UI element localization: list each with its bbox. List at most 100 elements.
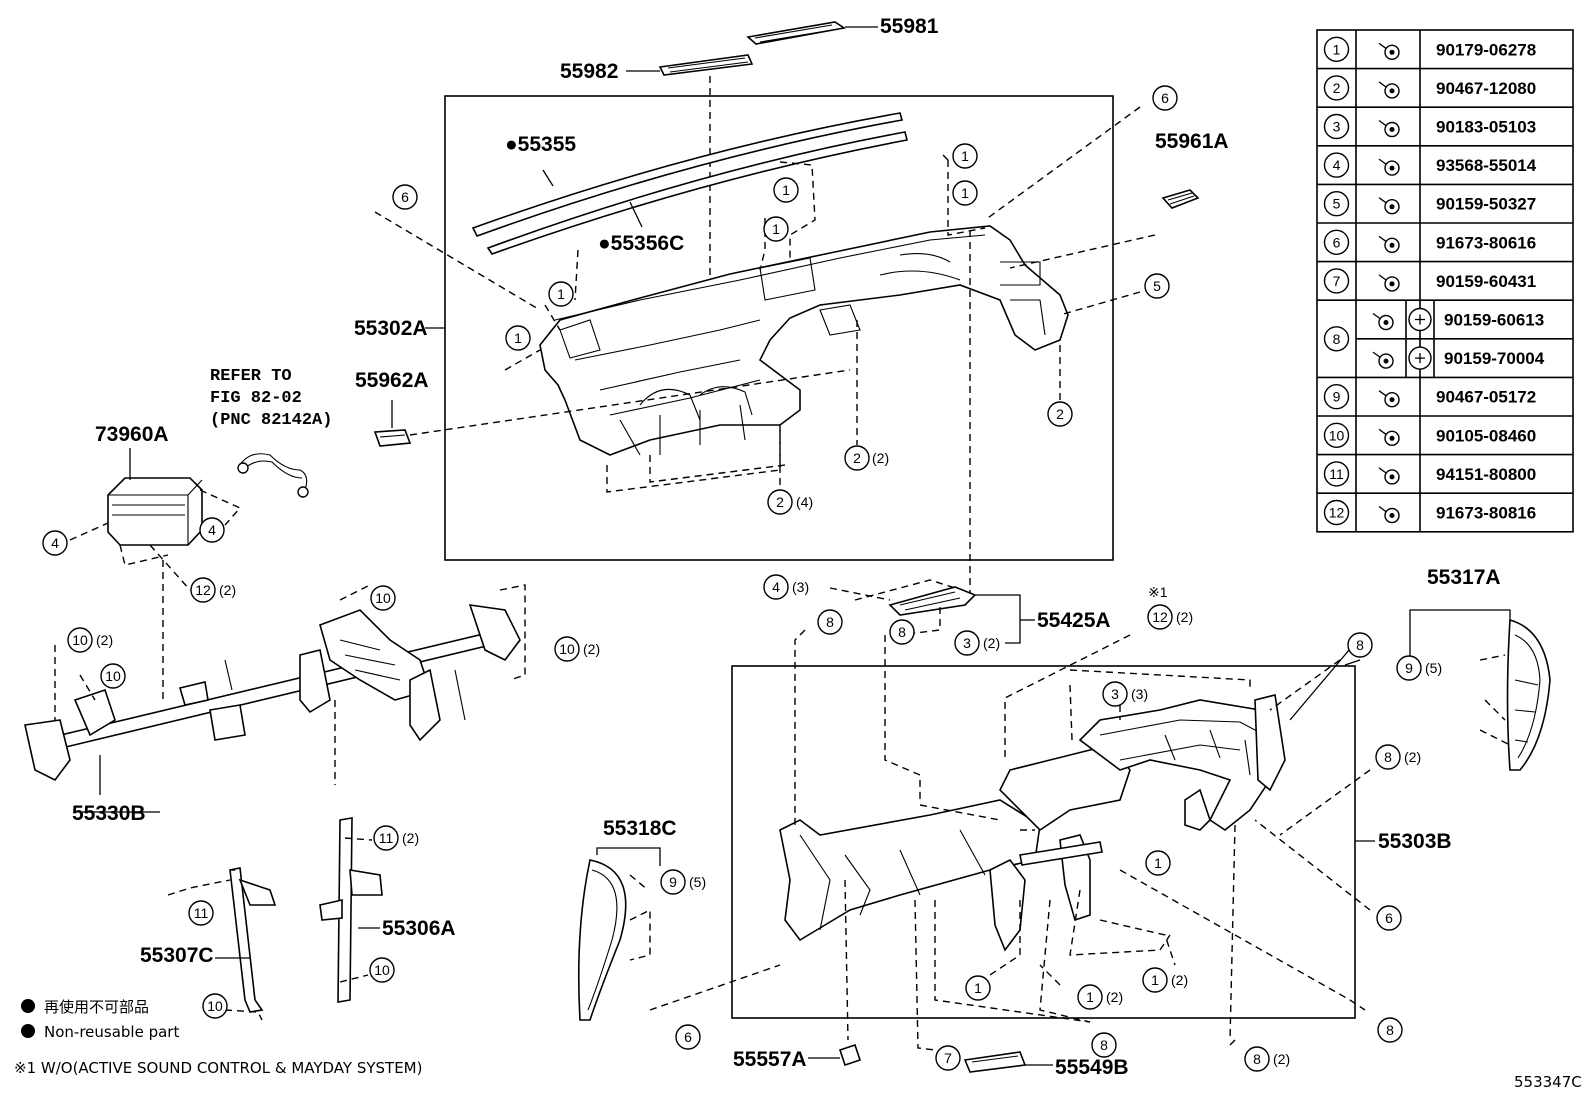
fastener-number-badge	[1323, 499, 1350, 526]
callout-number: 8	[898, 624, 906, 640]
callout-number: 6	[1385, 910, 1393, 926]
callout: 2(2)	[844, 445, 889, 471]
fastener-icon	[1378, 467, 1400, 485]
callout-quantity: (4)	[796, 494, 813, 510]
callout: 8	[889, 619, 915, 645]
callout-number: 8	[1356, 637, 1364, 653]
callout-quantity: (2)	[1106, 989, 1123, 1005]
callout-quantity: (2)	[1273, 1051, 1290, 1067]
callout: 9(5)	[1396, 655, 1442, 681]
callout-quantity: (2)	[402, 830, 419, 846]
footnote-mark: ※1	[1148, 584, 1168, 600]
fastener-part-number: 94151-80800	[1436, 465, 1536, 484]
fastener-part-number: 90179-06278	[1436, 40, 1536, 59]
callout-quantity: (2)	[96, 632, 113, 648]
callout-number: 1	[961, 185, 969, 201]
part-label: ●55355	[505, 133, 576, 156]
fastener-row: 12 91673-80816	[1323, 499, 1536, 526]
fastener-number-badge	[1323, 75, 1350, 101]
callout-number: 3	[963, 635, 971, 651]
part-label: 55549B	[1055, 1056, 1129, 1079]
callout-quantity: (2)	[583, 641, 600, 657]
clip-55549b	[963, 1051, 1027, 1073]
callout: 7	[935, 1045, 961, 1071]
fastener-number-badge	[1323, 36, 1350, 62]
fastener-icon	[1378, 235, 1400, 254]
part-label: 55961A	[1155, 130, 1229, 153]
callout: 1(2)	[1142, 967, 1188, 993]
callout: 1	[763, 216, 789, 242]
fastener-icon	[1378, 158, 1400, 176]
side-cover-55317a	[1506, 618, 1551, 771]
callout-number: 11	[379, 830, 394, 846]
callout-number: 4	[51, 535, 59, 551]
callout-number: 6	[684, 1029, 692, 1045]
fastener-number: 5	[1333, 196, 1341, 212]
callout: 1	[952, 143, 978, 169]
part-label: 55317A	[1427, 566, 1501, 589]
fastener-number-badge	[1323, 461, 1350, 487]
fastener-icon	[1378, 81, 1400, 99]
part-label: 55981	[880, 15, 939, 38]
fastener-part-number: 90159-60431	[1436, 272, 1536, 291]
fastener-number: 4	[1333, 157, 1341, 173]
fastener-part-number: 90467-05172	[1436, 388, 1536, 407]
fastener-number-badge	[1323, 113, 1350, 140]
fastener-number: 8	[1333, 331, 1341, 347]
callout: 3(3)	[1102, 681, 1148, 707]
fastener-number-badge	[1323, 229, 1350, 256]
fastener-row: 1 90179-06278	[1323, 36, 1536, 62]
callout: 8	[817, 609, 843, 635]
clip-55962a	[373, 400, 412, 447]
fastener-part-number: 91673-80816	[1436, 504, 1536, 523]
callout-number: 6	[401, 189, 409, 205]
callout: 5	[1144, 273, 1170, 299]
callout-quantity: (2)	[983, 635, 1000, 651]
callout: 1	[773, 177, 799, 203]
callout-number: 10	[374, 962, 390, 978]
legend-en: Non-reusable part	[44, 1023, 179, 1041]
fastener-number: 6	[1333, 234, 1341, 250]
legend-jp: 再使用不可部品	[44, 998, 149, 1016]
callout-number: 4	[208, 522, 216, 538]
refer-text: REFER TO	[210, 367, 292, 386]
fastener-number: 11	[1329, 466, 1344, 482]
callout: 1	[952, 180, 978, 206]
callout-number: 1	[557, 286, 565, 302]
callout-number: 12	[195, 582, 211, 598]
callout-number: 8	[1253, 1051, 1261, 1067]
lower-reinforcement-frame	[731, 665, 1356, 1019]
callout-number: 9	[1405, 660, 1413, 676]
callout-quantity: (2)	[219, 582, 236, 598]
callout-number: 1	[1154, 855, 1162, 871]
fastener-row: 11 94151-80800	[1323, 461, 1536, 487]
fastener-number: 1	[1333, 41, 1341, 57]
callout-number: 1	[1086, 989, 1094, 1005]
part-label: 55303B	[1378, 830, 1452, 853]
part-label: 55306A	[382, 917, 456, 940]
fastener-row: 4 93568-55014	[1323, 152, 1537, 178]
fastener-number: 9	[1333, 389, 1341, 405]
part-label: 55307C	[140, 944, 214, 967]
callout-number: 2	[776, 494, 784, 510]
callout: 1	[548, 281, 574, 307]
fastener-number-badge	[1323, 384, 1350, 410]
callout-quantity: (5)	[689, 874, 706, 890]
fastener-number-badge	[1323, 326, 1350, 352]
callout: 4	[199, 517, 225, 543]
callout-number: 8	[1384, 749, 1392, 765]
callout-quantity: (2)	[1176, 609, 1193, 625]
callout-number: 2	[1056, 406, 1064, 422]
callout-quantity: (3)	[1131, 686, 1148, 702]
part-label: ●55356C	[598, 232, 684, 255]
fastener-number: 12	[1329, 505, 1345, 521]
clip-55961a	[1161, 189, 1200, 209]
fastener-part-number: 93568-55014	[1436, 156, 1537, 175]
part-label: 55982	[560, 60, 618, 83]
callout: 3 (2)	[954, 630, 1000, 656]
callout: 8	[1347, 632, 1373, 658]
